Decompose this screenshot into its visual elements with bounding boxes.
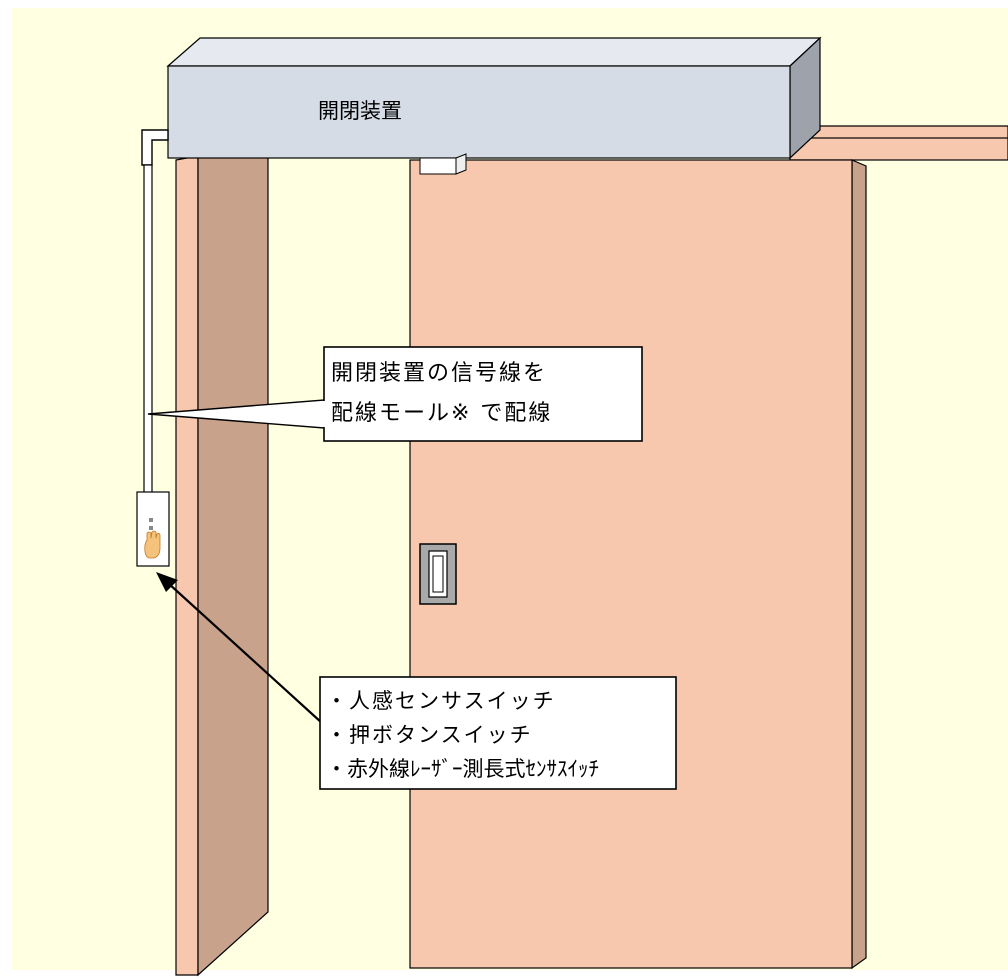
callout-switches-item-2: ・押ボタンスイッチ — [326, 723, 533, 747]
door-jamb-front — [175, 155, 199, 976]
door-handle-recess — [432, 555, 444, 593]
door-top-sensor-side — [455, 153, 467, 175]
door-panel-side — [851, 159, 867, 970]
callout-switches-item-1: ・人感センサスイッチ — [326, 689, 556, 713]
door-top-sensor — [419, 157, 457, 175]
wall-switch-indicator-top — [149, 518, 153, 522]
wall-beam-front — [789, 137, 1008, 161]
callout-switches-arrow-line — [167, 582, 323, 724]
callout-switches-arrowhead — [156, 572, 178, 592]
wiring-molding — [143, 164, 153, 494]
wall-switch-indicator-bottom — [149, 526, 153, 530]
callout-switches-item-3: ・赤外線ﾚｰｻﾞｰ測長式ｾﾝｻｽｲｯﾁ — [326, 757, 599, 781]
callout-switches-box — [319, 676, 677, 790]
callout-wiring-line-2: 配線モール※ で配線 — [331, 401, 552, 426]
door-panel — [409, 159, 853, 969]
device-label: 開閉装置 — [318, 99, 402, 123]
opening-device-front — [167, 65, 791, 159]
callout-wiring-box — [323, 346, 643, 442]
callout-wiring-line-1: 開閉装置の信号線を — [331, 361, 547, 386]
hand-touch-icon — [144, 530, 161, 559]
door-jamb-side — [197, 155, 269, 977]
callout-wiring-seam — [322, 401, 326, 427]
opening-device-top — [166, 37, 822, 67]
